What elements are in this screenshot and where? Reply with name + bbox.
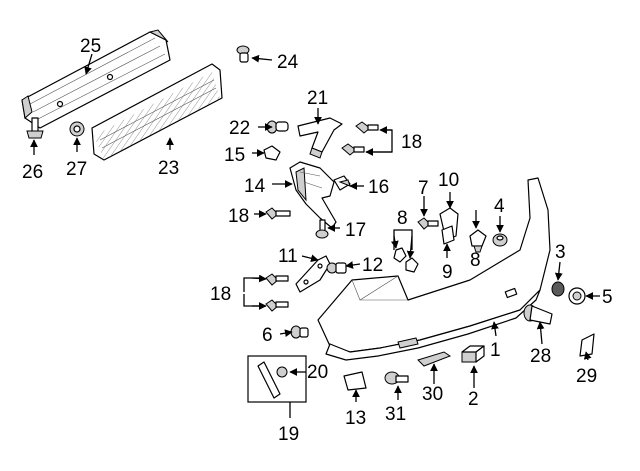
reinforcement-beam-drawing [21, 29, 171, 129]
tow-hook-28-drawing [523, 304, 553, 325]
callout-22: 22 [229, 118, 250, 139]
callout-18-upper: 18 [401, 132, 422, 153]
label-29-drawing [579, 333, 595, 357]
callout-29: 29 [576, 366, 597, 387]
side-bracket-11-drawing [295, 255, 331, 293]
callout-4: 4 [494, 196, 505, 217]
callout-2: 2 [468, 389, 479, 410]
splash-shield-14-drawing [289, 161, 337, 229]
callout-6: 6 [262, 325, 273, 346]
clip-15-drawing [263, 145, 281, 161]
leader-lines [30, 53, 600, 418]
callout-16: 16 [368, 177, 389, 198]
bolt-18-mid-drawing [265, 207, 291, 220]
callout-5: 5 [602, 287, 613, 308]
callout-18-mid: 18 [228, 206, 249, 227]
bolt-26-drawing [26, 117, 44, 139]
screw-17-drawing [315, 219, 329, 239]
clip-2-drawing [461, 345, 485, 363]
callout-10: 10 [438, 170, 459, 191]
clip-9-drawing [441, 225, 455, 245]
callout-19: 19 [278, 424, 299, 445]
callout-20: 20 [307, 362, 328, 383]
callout-8-right: 8 [470, 250, 481, 271]
grommet-3-drawing [551, 281, 565, 297]
callout-30: 30 [422, 384, 443, 405]
callout-26: 26 [22, 162, 43, 183]
kit-19-drawing [247, 355, 307, 403]
callout-7: 7 [418, 178, 429, 199]
clip-16-drawing [333, 175, 351, 191]
pad-13-drawing [343, 371, 367, 391]
callout-21: 21 [307, 88, 328, 109]
callout-27: 27 [66, 159, 87, 180]
bolt-31-drawing [384, 371, 409, 385]
bolt-18-lower-drawing [265, 273, 289, 312]
push-pin-24-drawing [236, 45, 250, 63]
nut-27-drawing [69, 121, 85, 137]
callout-14: 14 [244, 176, 266, 197]
bolt-18-upper-drawing [341, 121, 379, 156]
reflector-30-drawing [417, 351, 452, 367]
callout-13: 13 [345, 408, 366, 429]
clip-6-drawing [290, 325, 309, 339]
bracket-21-drawing [297, 117, 343, 159]
bumper-cover-1-drawing [317, 177, 551, 361]
callout-23: 23 [158, 158, 179, 179]
callout-numbers: 25 24 21 22 18 26 27 23 15 14 16 10 7 18… [22, 36, 613, 445]
callout-25: 25 [80, 36, 101, 57]
callout-11: 11 [278, 246, 298, 267]
callout-17: 17 [345, 220, 366, 241]
callout-9: 9 [442, 262, 453, 283]
clip-4-drawing [492, 233, 508, 247]
callout-8-left: 8 [397, 208, 408, 229]
energy-absorber-drawing [91, 63, 223, 161]
bolt-7-drawing [417, 217, 439, 230]
callout-15: 15 [224, 145, 245, 166]
clip-8-left-drawing [393, 247, 419, 273]
callout-1: 1 [490, 340, 501, 361]
cap-5-drawing [568, 287, 586, 305]
callout-12: 12 [362, 255, 383, 276]
callout-31: 31 [385, 404, 406, 425]
callout-18-lower: 18 [210, 284, 231, 305]
callout-24: 24 [277, 52, 299, 73]
callout-3: 3 [555, 242, 566, 263]
clip-12-drawing [326, 262, 347, 274]
callout-28: 28 [530, 346, 551, 367]
clip-8-right-drawing [469, 229, 487, 253]
